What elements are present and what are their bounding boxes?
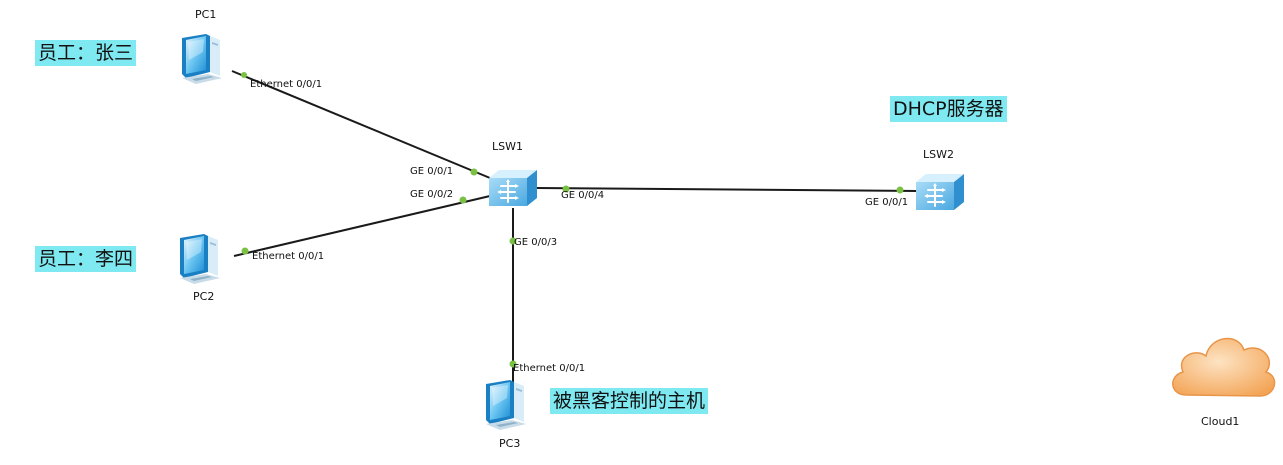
port-dot-lsw1-ge2 <box>459 196 467 204</box>
pc2-port-label: Ethernet 0/0/1 <box>252 251 324 262</box>
cloud1-label: Cloud1 <box>1201 415 1239 428</box>
note-pc2: 员工：李四 <box>35 246 137 272</box>
pc-monitor-icon <box>182 34 222 84</box>
lsw2-device[interactable] <box>915 173 965 211</box>
port-dot-lsw2-ge1 <box>896 186 904 194</box>
lsw1-ge1-label: GE 0/0/1 <box>410 166 453 177</box>
lsw1-label: LSW1 <box>492 140 523 153</box>
lsw1-ge4-label: GE 0/0/4 <box>561 190 604 201</box>
network-links <box>231 70 918 385</box>
port-dot-lsw1-ge1 <box>470 168 478 176</box>
switch-icon <box>915 173 965 211</box>
pc3-device[interactable] <box>486 380 526 430</box>
pc-monitor-icon <box>486 380 526 430</box>
note-pc1: 员工：张三 <box>35 40 137 66</box>
port-dot-lsw1-ge4 <box>562 185 570 193</box>
lsw2-label: LSW2 <box>923 148 954 161</box>
lsw1-device[interactable] <box>488 169 538 207</box>
pc1-port-label: Ethernet 0/0/1 <box>250 79 322 90</box>
switch-icon <box>488 169 538 207</box>
link-pc1-lsw1 <box>231 70 491 179</box>
port-dot-pc1 <box>241 72 247 78</box>
cloud1-device[interactable] <box>1172 337 1276 397</box>
lsw1-ge2-label: GE 0/0/2 <box>410 189 453 200</box>
link-lsw1-lsw2 <box>535 187 918 192</box>
port-dot-pc3 <box>509 360 517 368</box>
pc3-port-label: Ethernet 0/0/1 <box>513 363 585 374</box>
link-pc2-lsw1 <box>233 195 491 257</box>
note-lsw2: DHCP服务器 <box>890 96 1007 122</box>
pc3-label: PC3 <box>499 437 520 450</box>
pc2-device[interactable] <box>180 234 220 284</box>
lsw2-ge1-label: GE 0/0/1 <box>865 197 908 208</box>
pc1-label: PC1 <box>195 8 216 21</box>
pc2-label: PC2 <box>193 290 214 303</box>
cloud-icon <box>1172 337 1276 397</box>
lsw1-ge3-label: GE 0/0/3 <box>514 237 557 248</box>
port-dot-pc2 <box>241 247 249 255</box>
note-pc3: 被黑客控制的主机 <box>550 388 709 414</box>
pc-monitor-icon <box>180 234 220 284</box>
port-dots <box>241 72 904 368</box>
pc1-device[interactable] <box>182 34 222 84</box>
port-dot-lsw1-ge3 <box>509 237 517 245</box>
